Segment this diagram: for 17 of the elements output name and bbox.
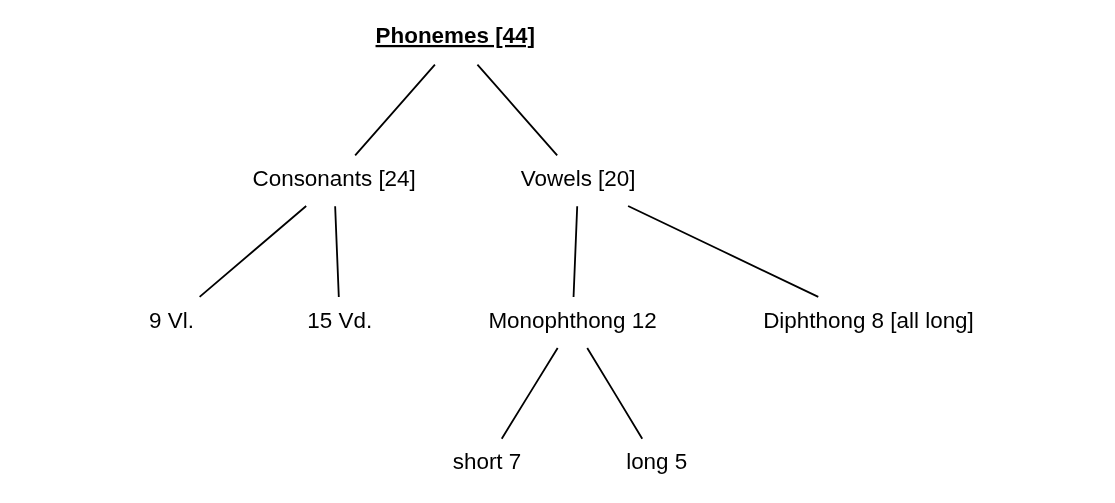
connector — [476, 63, 559, 157]
node-text: short 7 — [452, 449, 522, 475]
node-text: Consonants [24] — [252, 166, 416, 192]
node-text: Diphthong 8 [all long] — [763, 307, 974, 333]
connector — [627, 205, 820, 298]
connector — [572, 205, 579, 298]
node-text: 15 Vd. — [307, 307, 373, 333]
node-text: 9 Vl. — [149, 307, 194, 333]
connector — [354, 63, 436, 157]
connector — [198, 205, 308, 298]
node-text: Phonemes [44] — [375, 22, 536, 48]
node-text: Vowels [20] — [520, 166, 636, 192]
connector — [500, 347, 559, 440]
node-text: Monophthong 12 — [488, 307, 657, 333]
node-text: long 5 — [626, 449, 688, 475]
connector — [586, 347, 644, 440]
connector — [334, 205, 340, 298]
